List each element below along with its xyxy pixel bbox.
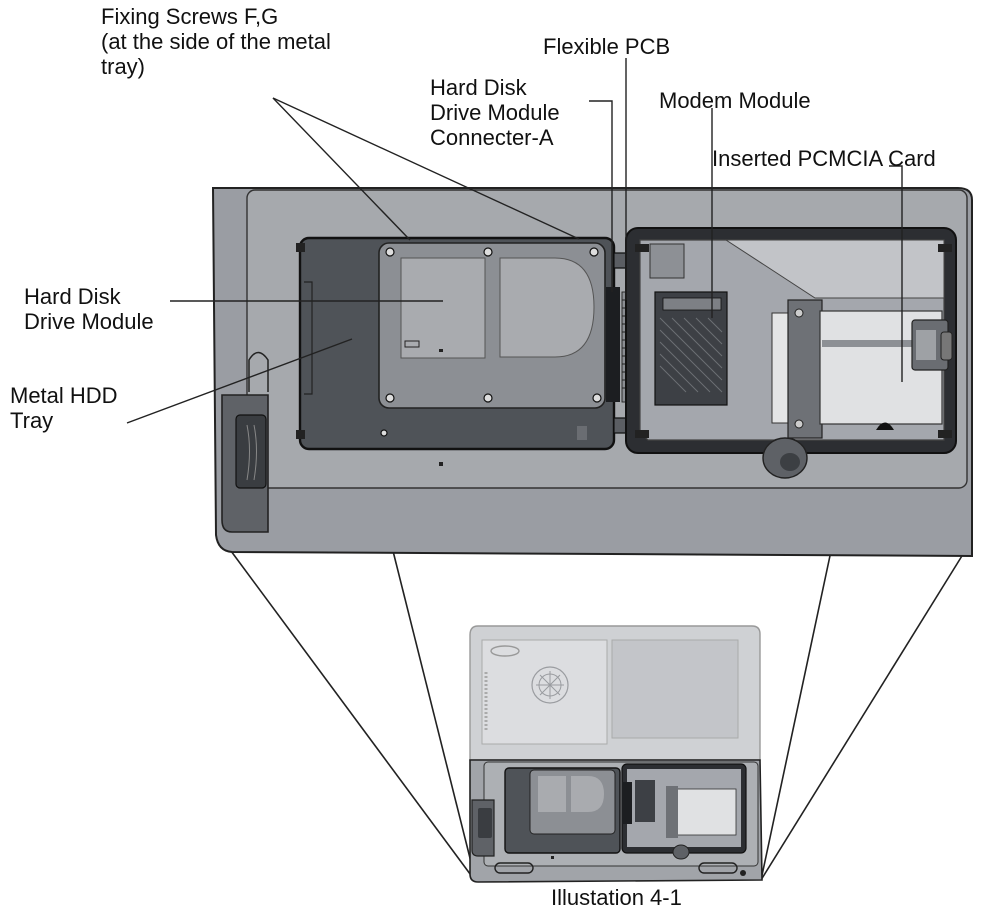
label-hdd-connector-a: Hard Disk Drive Module Connecter-A: [430, 75, 560, 150]
label-modem-module: Modem Module: [659, 88, 811, 113]
hdd-screws: [380, 247, 602, 437]
battery-latch: [221, 351, 269, 533]
label-pcmcia-card: Inserted PCMCIA Card: [712, 146, 936, 171]
hdd-connector-a: [606, 287, 620, 402]
label-hdd-module: Hard Disk Drive Module: [24, 284, 154, 334]
pcmcia-card-shape: [771, 299, 953, 439]
modem-module-shape: [654, 291, 728, 406]
figure-caption: Illustation 4-1: [551, 885, 682, 910]
zoom-lines: [230, 550, 966, 883]
full-laptop-view: [469, 625, 763, 883]
label-flexible-pcb: Flexible PCB: [543, 34, 671, 59]
label-metal-tray: Metal HDD Tray: [10, 383, 118, 433]
label-fixing-screws: Fixing Screws F,G (at the side of the me…: [101, 4, 331, 79]
leader-lines: [126, 58, 903, 424]
enlarged-view: [211, 187, 973, 558]
